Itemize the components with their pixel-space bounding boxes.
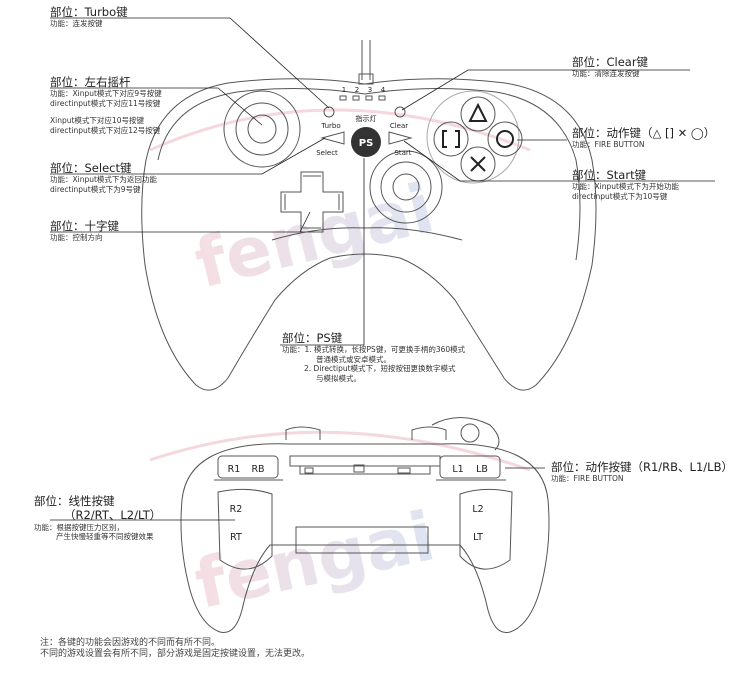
controller-rear-view (180, 417, 550, 634)
watermark-top: fengai (149, 108, 531, 304)
callout-select: 部位：Select键 功能：Xinput模式下为返回功能 directinput… (50, 161, 157, 194)
callout-title-2: （R2/RT、L2/LT） (64, 508, 162, 523)
clear-button-label: Clear (390, 122, 408, 130)
callout-clear: 部位：Clear键 功能：清除连发按键 (572, 55, 648, 79)
callout-title: 部位：动作按键（R1/RB、L1/LB） (551, 460, 733, 474)
callout-desc: Xinput模式下对应10号按键 (50, 116, 144, 126)
indicator-number: 4 (381, 86, 386, 94)
callout-start: 部位：Start键 功能：Xinput模式下为开始功能 directinput模… (572, 168, 679, 201)
controller-top-view (141, 40, 597, 391)
callout-shoulder: 部位：动作按键（R1/RB、L1/LB） 功能：FIRE BUTTON (551, 460, 733, 484)
callout-desc: directinput模式下对应11号按键 (50, 98, 161, 108)
watermark-bottom: fengai (149, 430, 531, 625)
indicator-label: 指示灯 (356, 114, 377, 123)
select-button-label: Select (316, 149, 338, 157)
callout-desc: 功能：Xinput模式下为返回功能 (50, 175, 157, 185)
footnote: 注：各键的功能会因游戏的不同而有所不同。 不同的游戏设置会有所不同，部分游戏是固… (40, 638, 310, 661)
callout-desc: 功能：清除连发按键 (572, 69, 640, 79)
turbo-button-label: Turbo (320, 122, 340, 130)
ps-button[interactable]: PS (351, 127, 381, 157)
callout-spacer (50, 108, 162, 116)
circle-button-icon[interactable] (496, 130, 514, 148)
cross-button-icon[interactable] (470, 156, 486, 172)
callout-title: 部位：十字键 (50, 219, 119, 233)
callout-dpad: 部位：十字键 功能：控制方向 (50, 219, 119, 243)
callout-desc: 功能：FIRE BUTTON (551, 474, 624, 484)
callout-desc: 2. Directiput模式下，短按按钮更换数字模式 (304, 364, 456, 374)
footnote-line: 不同的游戏设置会有所不同，部分游戏是固定按键设置，无法更改。 (40, 649, 311, 660)
callout-desc: directinput模式下为10号键 (572, 191, 668, 201)
callout-desc: 功能：FIRE BUTTON (572, 140, 645, 150)
callout-title: 部位：左右摇杆 (50, 75, 131, 89)
callout-desc: 普通模式或安卓模式。 (316, 354, 391, 364)
callout-action: 部位：动作键（△ [] ✕ ◯） 功能：FIRE BUTTON (572, 126, 715, 150)
callout-desc: 功能：控制方向 (50, 233, 103, 243)
svg-text:PS: PS (359, 138, 374, 149)
callout-title: 部位：Select键 (50, 161, 132, 175)
indicator-number: 1 (342, 86, 346, 94)
callout-desc: 功能：连发按键 (50, 19, 103, 29)
footnote-line: 注：各键的功能会因游戏的不同而有所不同。 (40, 638, 221, 648)
callout-desc: directinput模式下对应12号按键 (50, 125, 161, 135)
triangle-button-icon[interactable] (468, 102, 488, 122)
callout-desc: 功能：1. 模式转换，长按PS键，可更换手柄的360模式 (282, 345, 466, 355)
indicator-number: 3 (368, 86, 372, 94)
callout-desc: 功能：Xinput模式下对应9号按键 (50, 89, 162, 99)
callout-desc: directinput模式下为9号键 (50, 184, 141, 194)
svg-text:fengai: fengai (188, 497, 441, 625)
callout-title: 部位：Start键 (572, 168, 647, 182)
l2-label: L2 (472, 504, 483, 515)
rb-label: RB (251, 464, 264, 475)
r2-label: R2 (230, 504, 243, 515)
lt-label: LT (473, 532, 483, 543)
callout-title: 部位：Turbo键 (50, 5, 128, 19)
rt-label: RT (230, 532, 242, 543)
callout-desc: 产生快慢轻重等不同按键效果 (56, 532, 154, 542)
callout-title: 部位：Clear键 (572, 55, 649, 69)
start-button-label: Start (394, 149, 411, 157)
callout-desc: 与模拟模式。 (316, 373, 361, 383)
callout-title: 部位：PS键 (282, 331, 343, 345)
leader-lines (50, 17, 715, 521)
svg-text:fengai: fengai (188, 169, 442, 304)
callout-ps: 部位：PS键 功能：1. 模式转换，长按PS键，可更换手柄的360模式 普通模式… (282, 331, 465, 383)
r1-label: R1 (228, 464, 241, 475)
callout-title: 部位：动作键（△ [] ✕ ◯） (572, 126, 716, 140)
callout-sticks: 部位：左右摇杆 功能：Xinput模式下对应9号按键 directinput模式… (50, 75, 162, 135)
indicator-number: 2 (355, 86, 359, 94)
l1-label: L1 (452, 464, 463, 475)
callout-desc: 功能：Xinput模式下为开始功能 (572, 182, 679, 192)
square-button-icon[interactable] (442, 130, 460, 148)
callout-title: 部位：线性按键 (34, 494, 115, 508)
callout-trigger: 部位：线性按键 （R2/RT、L2/LT） 功能：根据按键压力区别， 产生快慢轻… (34, 494, 161, 542)
lb-label: LB (476, 464, 488, 475)
callout-turbo: 部位：Turbo键 功能：连发按键 (50, 5, 128, 29)
callout-desc: 功能：根据按键压力区别， (34, 522, 124, 532)
